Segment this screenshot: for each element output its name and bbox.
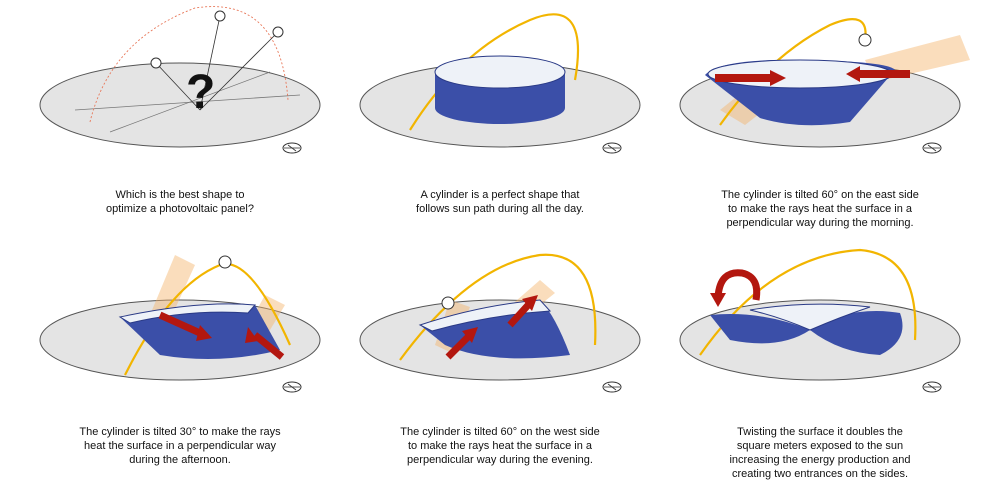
twisted-surface-left (710, 314, 810, 344)
ray-afternoon (199, 31, 279, 111)
panel-tilt-30: The cylinder is tilted 30° to make the r… (20, 245, 340, 485)
panel-caption: The cylinder is tilted 30° to make the r… (79, 426, 281, 466)
diagram-tilt-west (359, 253, 641, 393)
sun-icon (218, 255, 232, 269)
sun-icon (150, 57, 162, 69)
diagram-sun-path-question: ? (39, 6, 321, 154)
sun-path (399, 253, 597, 361)
compass-icon (922, 142, 942, 154)
panel-caption: Which is the best shape to optimize a ph… (106, 189, 254, 215)
red-arrow-icon (507, 295, 538, 328)
panel-caption: The cylinder is tilted 60° on the east s… (721, 189, 919, 229)
panel-tilt-west: The cylinder is tilted 60° on the west s… (340, 245, 660, 485)
diagram-twisted-surface (679, 248, 961, 393)
cylinder-inner (418, 299, 552, 332)
ray-noon (199, 15, 221, 111)
compass-icon (922, 381, 942, 393)
sun-icon (858, 33, 872, 47)
panel-caption: A cylinder is a perfect shape that follo… (416, 189, 584, 215)
red-arrow-icon (445, 327, 478, 360)
sun-icon (441, 296, 455, 310)
sun-icon (272, 26, 284, 38)
diagram-cylinder (359, 13, 641, 154)
panel-tilt-east: The cylinder is tilted 60° on the east s… (660, 0, 980, 240)
rotation-arrow-icon (710, 269, 761, 307)
diagram-tilt-east (679, 18, 970, 154)
red-arrow-icon (245, 327, 285, 360)
red-arrow-icon (715, 70, 786, 86)
question-mark: ? (186, 66, 215, 119)
sun-path-guide (89, 6, 289, 123)
ground-disc (39, 62, 321, 148)
panel-caption: The cylinder is tilted 60° on the west s… (400, 426, 600, 466)
panel-cylinder: A cylinder is a perfect shape that follo… (340, 0, 660, 240)
compass-icon (602, 381, 622, 393)
red-arrow-icon (158, 311, 212, 341)
sun-path (699, 248, 917, 356)
twisted-surface-inner (749, 303, 871, 331)
cylinder-inner (434, 55, 566, 89)
compass-icon (282, 142, 302, 154)
diagram-tilt-30 (39, 255, 321, 393)
ray-beam (150, 255, 195, 320)
compass-icon (602, 142, 622, 154)
compass-icon (282, 381, 302, 393)
cylinder-surface (435, 72, 565, 124)
panel-caption: Twisting the surface it doubles the squa… (729, 426, 911, 480)
panel-best-shape-question: ? Which is the best shape to optimize a … (20, 0, 340, 240)
red-arrow-icon (846, 66, 910, 82)
panel-twisted-surface: Twisting the surface it doubles the squa… (660, 245, 980, 485)
ray-morning (155, 62, 201, 111)
sun-icon (214, 10, 226, 22)
twisted-surface-right (810, 311, 903, 355)
east-west-axis (74, 94, 301, 111)
